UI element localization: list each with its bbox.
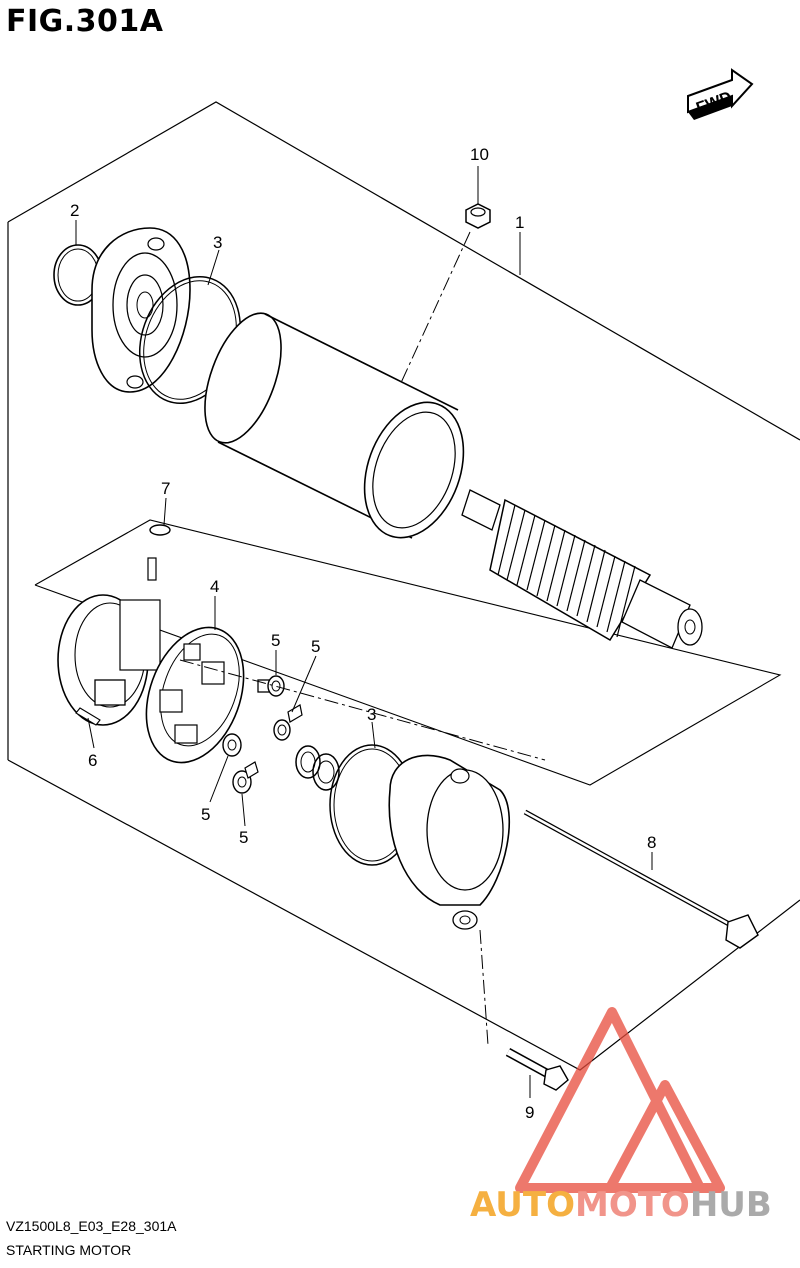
figure-name: STARTING MOTOR — [6, 1242, 132, 1258]
callout-1: 1 — [515, 213, 524, 232]
watermark-text: AUTOMOTOHUB — [470, 1185, 772, 1225]
watermark-text-hub: HUB — [690, 1185, 772, 1225]
figure-title: FIG.301A — [6, 4, 164, 39]
callout-3-top: 3 — [213, 233, 222, 252]
bushing-a-icon — [257, 675, 285, 697]
watermark-logo-icon — [515, 1007, 725, 1193]
washer-b-icon — [312, 753, 340, 791]
callout-3-bottom: 3 — [367, 705, 376, 724]
nut-part-icon — [465, 203, 491, 229]
callout-5-c: 5 — [201, 805, 210, 824]
front-cover-icon — [91, 227, 191, 393]
figure-code: VZ1500L8_E03_E28_301A — [6, 1218, 177, 1234]
armature-icon — [461, 489, 703, 649]
callout-6: 6 — [88, 751, 97, 770]
callout-7: 7 — [161, 479, 170, 498]
assembly-outline-upper — [7, 101, 800, 441]
bushing-c-icon — [222, 733, 242, 757]
callout-5-d: 5 — [239, 828, 248, 847]
callout-5-b: 5 — [311, 637, 320, 656]
callout-2: 2 — [70, 201, 79, 220]
callout-8: 8 — [647, 833, 656, 852]
brush-holder-icon — [57, 557, 161, 726]
o-ring-7-icon — [149, 524, 171, 536]
subassembly-outline — [34, 519, 782, 786]
callout-4: 4 — [210, 577, 219, 596]
bushing-d-icon — [232, 761, 259, 794]
fwd-arrow-icon: FWD — [687, 68, 754, 120]
bushing-b-icon — [273, 704, 303, 741]
callout-5-a: 5 — [271, 631, 280, 650]
mounting-bolt-icon — [505, 1048, 569, 1091]
through-bolt-icon — [523, 809, 759, 949]
washer-a-icon — [295, 745, 321, 779]
rear-housing-icon — [388, 754, 511, 930]
callout-9: 9 — [525, 1103, 534, 1122]
watermark-text-auto: AUTO — [470, 1185, 575, 1225]
watermark-text-moto: MOTO — [575, 1185, 690, 1225]
callout-10: 10 — [470, 145, 489, 164]
yoke-housing-icon — [204, 312, 465, 540]
